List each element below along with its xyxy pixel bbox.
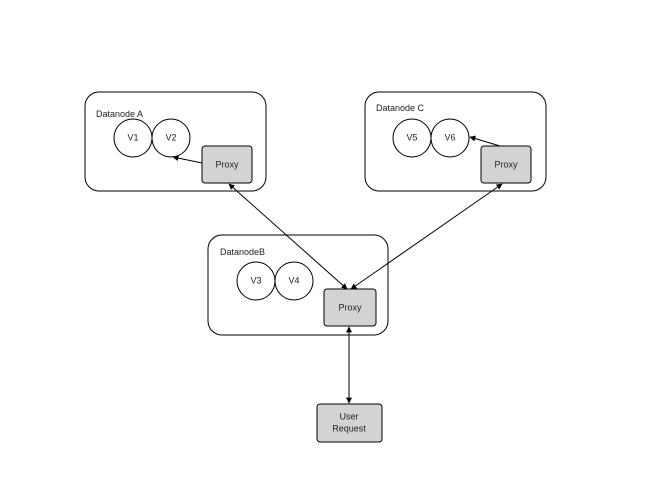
datanode-c-title: Datanode C — [376, 103, 425, 113]
arrow-proxy-a-to-v2 — [172, 155, 203, 164]
user-request-line1: User — [339, 411, 358, 421]
arrow-proxy-b-proxy-c — [350, 183, 503, 290]
user-request-line2: Request — [332, 423, 366, 433]
proxy-a-label: Proxy — [215, 159, 239, 169]
proxy-b-label: Proxy — [338, 302, 362, 312]
volume-v1-label: V1 — [127, 132, 138, 142]
volume-v2 — [151, 118, 191, 158]
volume-v6-label: V6 — [444, 132, 455, 142]
proxy-a-box — [201, 145, 253, 184]
proxy-c-box — [480, 145, 532, 184]
volume-v2-label: V2 — [165, 132, 176, 142]
user-request-box — [316, 403, 383, 443]
datanode-b-title: DatanodeB — [220, 247, 265, 257]
volume-v5-label: V5 — [406, 132, 417, 142]
datanode-a-title: Datanode A — [96, 109, 143, 119]
volume-v6 — [430, 118, 470, 158]
volume-v3-label: V3 — [250, 275, 261, 285]
arrow-proxy-c-to-v6 — [469, 135, 501, 147]
arrow-proxy-b-proxy-a — [228, 183, 348, 290]
volume-v4-label: V4 — [288, 275, 299, 285]
proxy-c-label: Proxy — [494, 159, 518, 169]
proxy-b-box — [323, 288, 377, 327]
